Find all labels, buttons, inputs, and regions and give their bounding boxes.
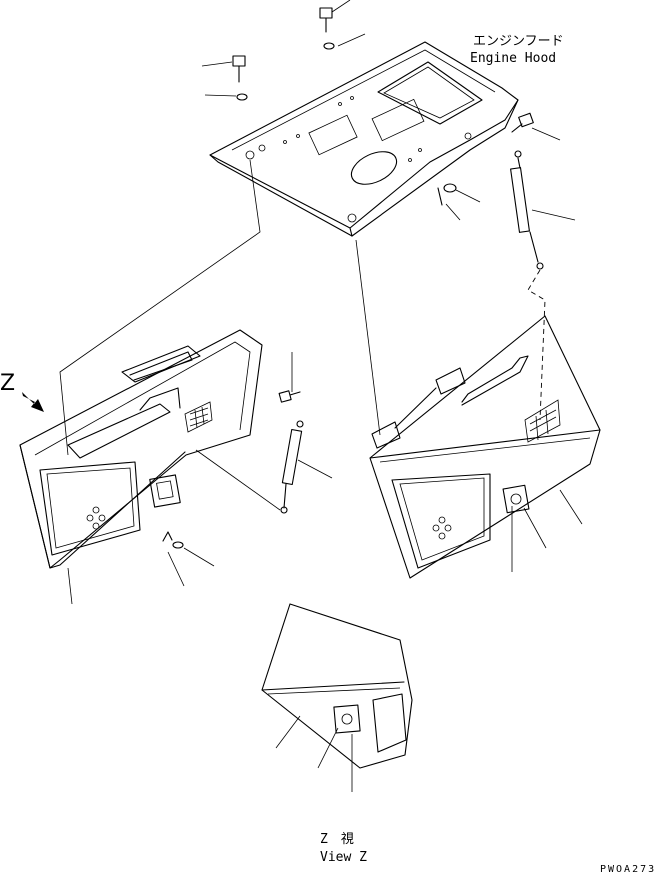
engine-hood-label-en: Engine Hood: [470, 51, 556, 66]
view-z-label-en: View Z: [320, 850, 367, 865]
drawing-code: PWOA273: [600, 864, 656, 874]
bolt-icon: [201, 55, 248, 101]
engine-hood-label-jp: エンジンフード: [473, 34, 564, 49]
left-side-door: [19, 329, 263, 605]
bolt-icon: [319, 0, 366, 50]
view-z-detail: [261, 603, 413, 792]
engine-hood-plate: [209, 41, 519, 237]
gas-spring-right: [510, 150, 576, 270]
bolt-icon: [511, 112, 561, 141]
pin-icon: [162, 531, 215, 587]
view-arrow-icon: [22, 392, 44, 412]
view-z-marker: Z: [0, 371, 15, 396]
washer-icon: [437, 183, 481, 221]
right-side-door: [369, 315, 601, 579]
bolt-icon: [278, 352, 301, 403]
view-z-label-jp: Z 視: [320, 832, 354, 847]
gas-spring-left: [280, 420, 333, 514]
